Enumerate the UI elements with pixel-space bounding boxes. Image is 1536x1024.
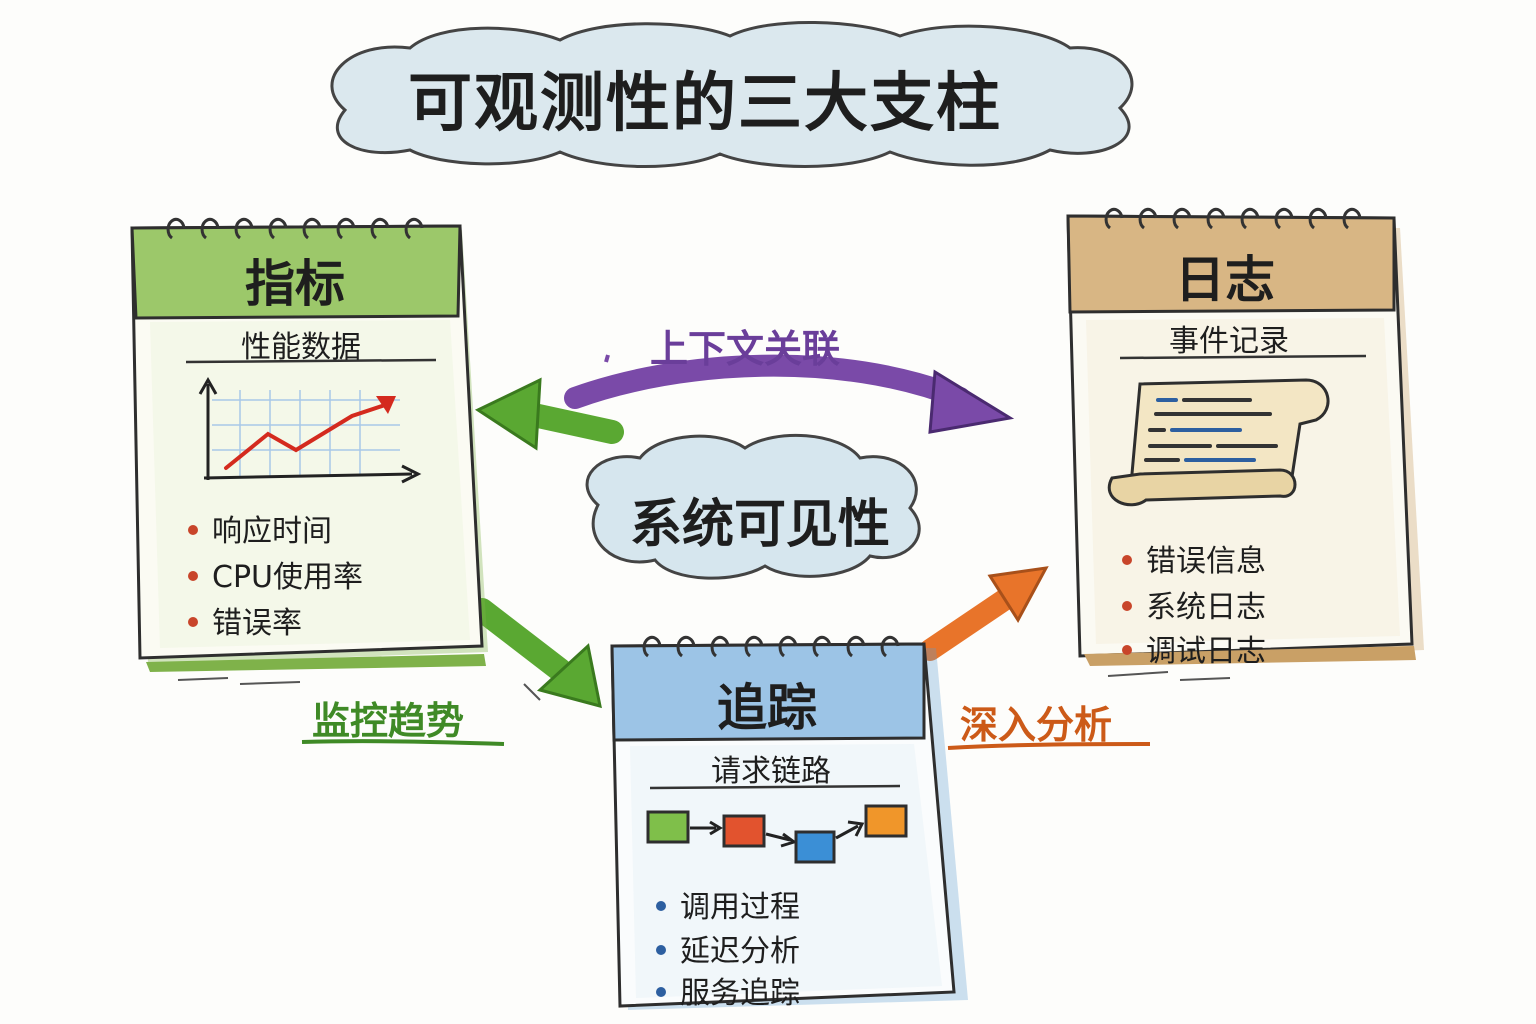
bullet-dot bbox=[1122, 555, 1132, 565]
metrics-item: CPU使用率 bbox=[188, 552, 363, 596]
trend-arrow bbox=[482, 610, 600, 706]
bullet-dot bbox=[188, 617, 198, 627]
traces-item: 服务追踪 bbox=[656, 968, 800, 1012]
bullet-dot bbox=[188, 571, 198, 581]
logs-card-subtitle: 事件记录 bbox=[1124, 316, 1334, 360]
logs-item: 错误信息 bbox=[1122, 536, 1266, 580]
logs-item: 系统日志 bbox=[1122, 582, 1266, 626]
system-visibility-label: 系统可见性 bbox=[570, 482, 950, 557]
deep-analysis-arrow bbox=[930, 568, 1046, 650]
logs-card-title: 日志 bbox=[1130, 240, 1320, 312]
deep-analysis-label: 深入分析 bbox=[960, 694, 1112, 749]
scroll-icon bbox=[1109, 380, 1328, 505]
metrics-card-title: 指标 bbox=[200, 244, 390, 316]
bullet-dot bbox=[656, 945, 666, 955]
bullet-dot bbox=[1122, 645, 1132, 655]
metrics-card-subtitle: 性能数据 bbox=[196, 322, 406, 366]
traces-card-subtitle: 请求链路 bbox=[666, 746, 876, 790]
bullet-dot bbox=[656, 901, 666, 911]
bullet-dot bbox=[1122, 601, 1132, 611]
page-title: 可观测性的三大支柱 bbox=[310, 52, 1100, 144]
traces-item: 调用过程 bbox=[656, 882, 800, 926]
metrics-item: 错误率 bbox=[188, 598, 302, 642]
bullet-dot bbox=[188, 525, 198, 535]
bullet-dot bbox=[656, 987, 666, 997]
traces-card-title: 追踪 bbox=[672, 668, 862, 740]
logs-item: 调试日志 bbox=[1122, 626, 1266, 670]
traces-item: 延迟分析 bbox=[656, 926, 800, 970]
context-correlation-label: 上下文关联 bbox=[650, 318, 840, 373]
metrics-item: 响应时间 bbox=[188, 506, 332, 550]
monitor-trend-label: 监控趋势 bbox=[312, 690, 464, 745]
